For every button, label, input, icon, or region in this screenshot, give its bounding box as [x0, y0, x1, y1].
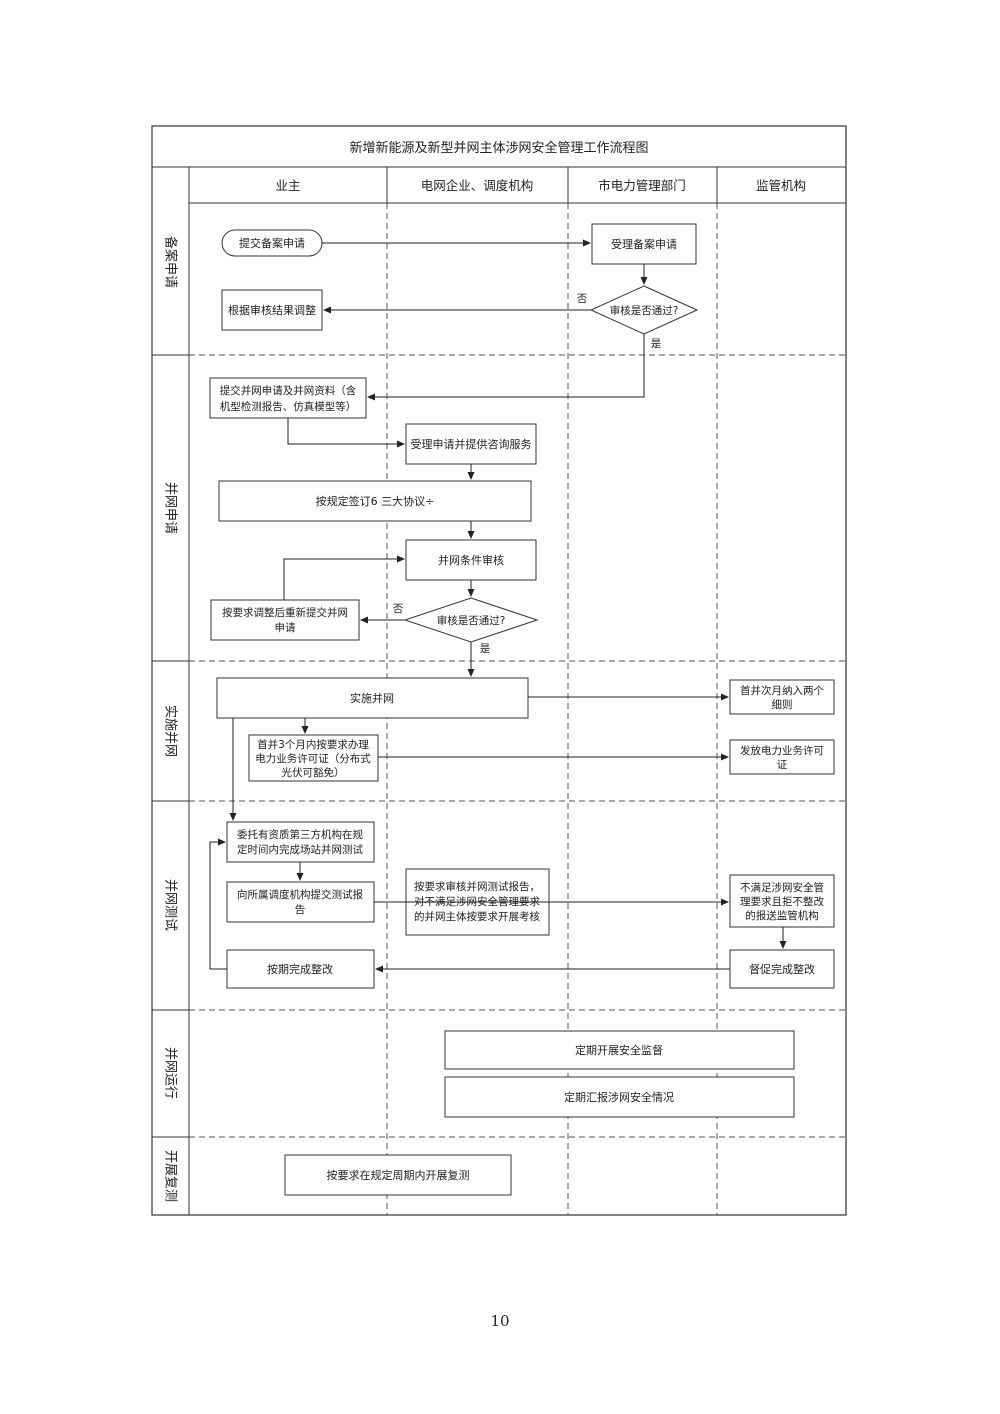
- label-rectify: 按期完成整改: [267, 962, 333, 976]
- node-report-safety: [444, 1076, 795, 1118]
- label-submit-report-2: 告: [295, 903, 306, 916]
- label-submit-report-1: 向所属调度机构提交测试报: [237, 888, 363, 901]
- label-submit-filing: 提交备案申请: [239, 236, 305, 250]
- label-sign-agreements: 按规定签订6 三大协议÷: [316, 494, 435, 508]
- label-third-party-2: 定时间内完成场站并网测试: [237, 843, 363, 856]
- label-two-rules-2: 细则: [772, 698, 793, 711]
- label-submit-connect-2: 机型检测报告、仿真模型等）: [220, 400, 357, 413]
- label-supervise: 定期开展安全监督: [575, 1043, 663, 1057]
- branch-yes-connect: 是: [480, 643, 491, 655]
- node-supervise: [444, 1030, 795, 1070]
- node-submit-report: [226, 881, 375, 923]
- node-resubmit: [210, 599, 360, 641]
- node-license: [248, 734, 379, 782]
- label-not-meet-3: 的报送监管机构: [745, 909, 819, 922]
- label-license-1: 首并3个月内按要求办理: [257, 738, 369, 751]
- stage-label-testing: 并网测试: [163, 879, 178, 931]
- label-urge: 督促完成整改: [749, 962, 815, 976]
- label-resubmit-1: 按要求调整后重新提交并网: [222, 606, 348, 619]
- stage-label-retest: 开展复测: [163, 1150, 178, 1202]
- node-two-rules: [729, 679, 835, 715]
- page-title: 新增新能源及新型并网主体涉网安全管理工作流程图: [349, 140, 648, 156]
- stage-label-connect-apply: 并网申请: [163, 482, 178, 534]
- label-third-party-1: 委托有资质第三方机构在规: [237, 828, 363, 841]
- node-submit-connect: [209, 377, 367, 419]
- branch-no-filing: 否: [577, 293, 588, 305]
- label-two-rules-1: 首并次月纳入两个: [740, 684, 824, 697]
- label-review-report-3: 的并网主体按要求开展考核: [414, 910, 540, 923]
- node-urge: [729, 949, 835, 989]
- label-review-filing: 审核是否通过?: [610, 304, 679, 317]
- node-accept-consult: [405, 423, 537, 465]
- branch-yes-filing: 是: [651, 338, 662, 350]
- label-not-meet-2: 理要求且拒不整改: [740, 895, 824, 908]
- label-issue-license-2: 证: [777, 759, 788, 771]
- label-resubmit-2: 申请: [275, 621, 296, 634]
- node-not-meet: [729, 874, 835, 928]
- node-rectify: [226, 949, 375, 989]
- node-implement: [216, 677, 529, 719]
- stage-label-operation: 并网运行: [163, 1047, 178, 1099]
- node-third-party: [226, 821, 375, 863]
- label-license-2: 电力业务许可证（分布式: [255, 752, 371, 765]
- label-adjust-result: 根据审核结果调整: [228, 303, 316, 317]
- node-sign-agreements: [218, 480, 532, 522]
- label-review-connect: 审核是否通过?: [437, 614, 506, 627]
- node-retest: [284, 1154, 512, 1196]
- label-retest: 按要求在规定周期内开展复测: [327, 1168, 470, 1182]
- label-condition-review: 并网条件审核: [438, 553, 504, 567]
- label-submit-connect-1: 提交并网申请及并网资料（含: [220, 384, 357, 397]
- stage-label-filing: 备案申请: [163, 236, 179, 288]
- node-adjust-result: [221, 289, 323, 331]
- label-review-report-1: 按要求审核并网测试报告，: [414, 880, 540, 893]
- connectors: [209, 239, 787, 973]
- label-not-meet-1: 不满足涉网安全管: [740, 881, 824, 894]
- label-accept-consult: 受理申请并提供咨询服务: [411, 437, 532, 451]
- stage-label-implement: 实施并网: [163, 705, 178, 757]
- label-review-report-2: 对不满足涉网安全管理要求: [414, 895, 540, 908]
- label-report-safety: 定期汇报涉网安全情况: [564, 1090, 674, 1104]
- branch-no-connect: 否: [393, 603, 404, 615]
- column-header-owner: 业主: [275, 178, 300, 193]
- node-issue-license: [729, 739, 835, 775]
- page-number: 10: [490, 1312, 510, 1330]
- label-issue-license-1: 发放电力业务许可: [740, 744, 824, 757]
- column-header-regulator: 监管机构: [756, 178, 806, 193]
- label-license-3: 光伏可豁免）: [282, 766, 345, 779]
- column-header-grid: 电网企业、调度机构: [421, 178, 534, 193]
- label-implement: 实施并网: [350, 691, 394, 705]
- column-header-city: 市电力管理部门: [598, 178, 686, 193]
- label-accept-filing: 受理备案申请: [611, 237, 677, 251]
